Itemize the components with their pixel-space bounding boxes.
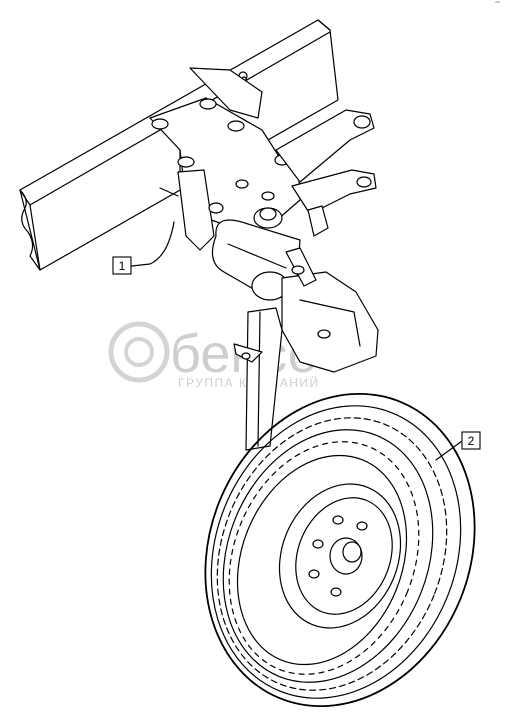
vertical-post (233, 307, 283, 451)
callout-2: 2 (435, 431, 481, 461)
callout-label: 2 (468, 434, 475, 448)
swing-arm-upper (275, 109, 375, 183)
corner-mark: ˜˜ (495, 2, 500, 9)
callout-1: 1 (112, 221, 175, 275)
swing-arm-lower (291, 169, 377, 237)
clamp-assembly (281, 247, 379, 373)
bolt-icon (151, 98, 290, 214)
frame-bracket (149, 67, 301, 251)
hub-icon (308, 515, 368, 597)
watermark-logo-icon (108, 321, 170, 383)
wheel (204, 392, 476, 708)
callout-label: 1 (119, 259, 126, 273)
